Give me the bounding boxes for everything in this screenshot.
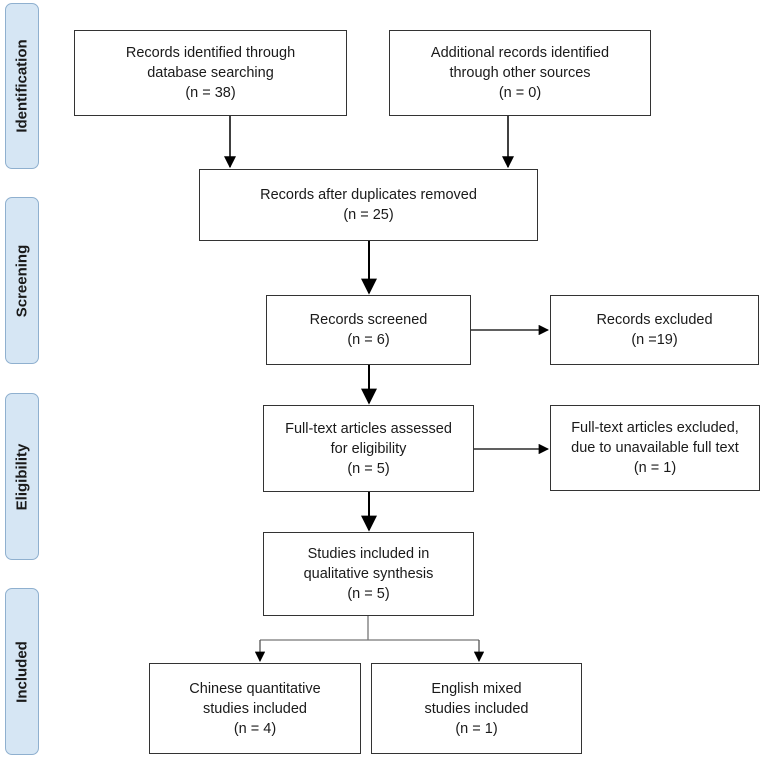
box-other-sources: Additional records identified through ot… (389, 30, 651, 116)
box-database-line1: Records identified through (125, 45, 296, 61)
box-duplicates-line2: (n = 25) (343, 207, 394, 223)
box-english-studies: English mixed studies included (n = 1) (371, 663, 582, 754)
box-database-line3: (n = 38) (185, 85, 236, 101)
box-fulltext-line1: Full-text articles assessed (285, 420, 452, 437)
box-english-line2: studies included (424, 700, 529, 717)
box-duplicates-removed: Records after duplicates removed (n = 25… (199, 169, 538, 241)
box-qualitative-line2: qualitative synthesis (303, 566, 434, 582)
box-screened-line2: (n = 6) (347, 332, 390, 348)
box-fulltext-line2: for eligibility (330, 440, 407, 457)
box-fulltext-excluded: Full-text articles excluded, due to unav… (550, 405, 760, 491)
box-chinese-line3: (n = 4) (233, 720, 277, 737)
box-database-line2: database searching (147, 65, 274, 81)
box-records-excluded: Records excluded (n =19) (550, 295, 759, 365)
box-fulltext-excluded-line2: due to unavailable full text (571, 440, 739, 456)
box-excluded-line2: (n =19) (631, 332, 678, 348)
box-fulltext-excluded-line3: (n = 1) (633, 460, 677, 476)
box-excluded-line1: Records excluded (596, 312, 713, 328)
box-fulltext-line3: (n = 5) (347, 460, 390, 477)
box-fulltext-assessed: Full-text articles assessed for eligibil… (263, 405, 474, 492)
box-chinese-line2: studies included (203, 700, 307, 717)
phase-eligibility: Eligibility (5, 393, 39, 560)
box-other-line2: through other sources (449, 65, 591, 81)
phase-screening: Screening (5, 197, 39, 364)
box-qualitative-line1: Studies included in (307, 546, 430, 562)
box-chinese-line1: Chinese quantitative (189, 680, 321, 697)
box-english-line1: English mixed (431, 680, 522, 697)
box-duplicates-line1: Records after duplicates removed (260, 187, 477, 203)
phase-included: Included (5, 588, 39, 755)
box-other-line3: (n = 0) (498, 85, 542, 101)
box-qualitative-synthesis: Studies included in qualitative synthesi… (263, 532, 474, 616)
box-english-line3: (n = 1) (455, 720, 498, 737)
box-other-line1: Additional records identified (430, 45, 610, 61)
box-records-screened: Records screened (n = 6) (266, 295, 471, 365)
phase-identification: Identification (5, 3, 39, 169)
box-qualitative-line3: (n = 5) (347, 586, 390, 602)
box-chinese-studies: Chinese quantitative studies included (n… (149, 663, 361, 754)
box-database-records: Records identified through database sear… (74, 30, 347, 116)
box-fulltext-excluded-line1: Full-text articles excluded, (571, 420, 739, 436)
box-screened-line1: Records screened (309, 312, 428, 328)
